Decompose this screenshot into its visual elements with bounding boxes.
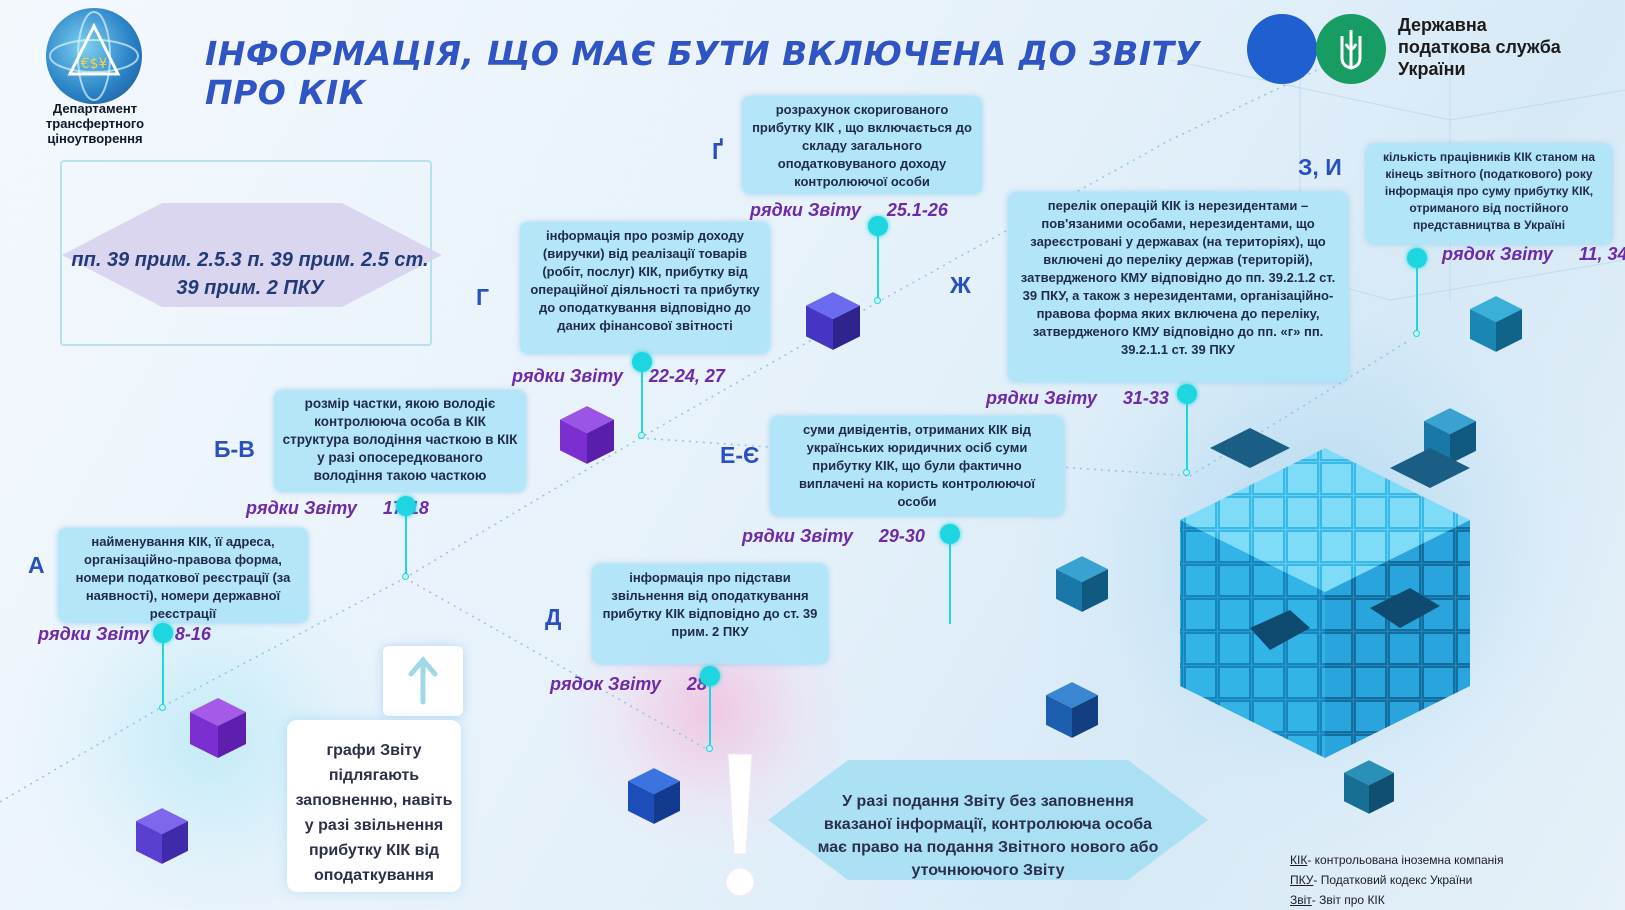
section-letter-z-y: З, И [1298,154,1342,180]
section-line-b-v [405,516,407,576]
section-box-g: інформація про розмір доходу (виручки) в… [520,222,770,354]
section-tip-g [638,432,645,439]
section-line-g [641,372,643,436]
exclamation-icon [725,753,755,897]
section-line-e-ye [949,544,951,624]
decorative-cube [136,808,188,864]
note-card: графи Звіту підлягають заповненню, навіт… [287,720,461,892]
section-dot-d [700,666,720,686]
decorative-cube [1470,296,1522,352]
section-tip-zh [1183,469,1190,476]
reference-diamond [62,203,442,307]
section-box-zh: перелік операцій КІК із нерезидентами – … [1008,192,1348,382]
section-box-g-upturn: розрахунок скоригованого прибутку КІК , … [742,96,982,194]
department-globe-logo: €$¥ [46,8,142,104]
section-tip-z-y [1413,330,1420,337]
decorative-cube [628,768,680,824]
decorative-cube [1056,556,1108,612]
section-tip-g-upturn [874,297,881,304]
svg-text:€$¥: €$¥ [81,56,108,72]
section-dot-g-upturn [868,216,888,236]
section-line-z-y [1416,268,1418,332]
page-title: ІНФОРМАЦІЯ, ЩО МАЄ БУТИ ВКЛЮЧЕНА ДО ЗВІТ… [205,34,1201,112]
trident-icon [1340,30,1362,70]
section-dot-z-y [1407,248,1427,268]
section-tip-a [159,704,166,711]
section-line-zh [1186,404,1188,472]
legend-item: Звіт- Звіт про КІК [1290,893,1385,907]
section-line-g-upturn [877,236,879,300]
section-dot-g [632,352,652,372]
decorative-cube [1344,760,1394,814]
section-letter-g: Г [476,284,490,310]
up-arrow-icon [408,656,438,705]
section-box-d: інформація про підстави звільнення від о… [592,564,828,664]
decorative-cube [1046,682,1098,738]
section-letter-b-v: Б-В [214,436,255,462]
section-letter-a: А [28,552,45,578]
warning-diamond [768,760,1208,880]
section-box-a: найменування КІК, її адреса, організацій… [58,528,308,623]
section-dot-a [153,623,173,643]
section-dot-b-v [396,496,416,516]
agency-logo-blue-circle [1247,14,1317,84]
section-dot-e-ye [940,524,960,544]
section-line-d [709,686,711,748]
section-letter-g-upturn: Ґ [712,138,724,164]
decorative-cube [560,406,614,464]
agency-logo-green-circle [1316,14,1386,84]
warning-text: У разі подання Звіту без заповнення вказ… [817,793,1159,879]
section-line-a [162,643,164,707]
reference-text: пп. 39 прим. 2.5.3 п. 39 прим. 2.5 ст. 3… [71,249,429,299]
decorative-cube [190,698,246,758]
department-name: Департамент трансфертного ціноутворення [45,101,145,146]
section-tip-d [706,745,713,752]
section-box-e-ye: суми дивідентів, отриманих КІК від украї… [770,416,1064,516]
section-box-b-v: розмір частки, якою володіє контролююча … [274,390,526,492]
legend: КІК- контрольована іноземна компанія ПКУ… [1290,850,1620,910]
legend-item: КІК- контрольована іноземна компанія [1290,853,1504,867]
cube-cluster-illustration [1180,428,1470,758]
section-letter-zh: Ж [950,272,971,298]
decorative-cube [806,292,860,350]
section-box-z-y: кількість працівників КІК станом на кіне… [1366,144,1612,244]
legend-item: ПКУ- Податковий кодекс України [1290,873,1473,887]
section-letter-d: Д [545,604,562,630]
section-tip-b-v [402,573,409,580]
section-dot-zh [1177,384,1197,404]
section-letter-e-ye: Е-Є [720,442,760,468]
up-arrow-card [383,646,463,716]
agency-name: Державна податкова служба України [1398,15,1561,79]
